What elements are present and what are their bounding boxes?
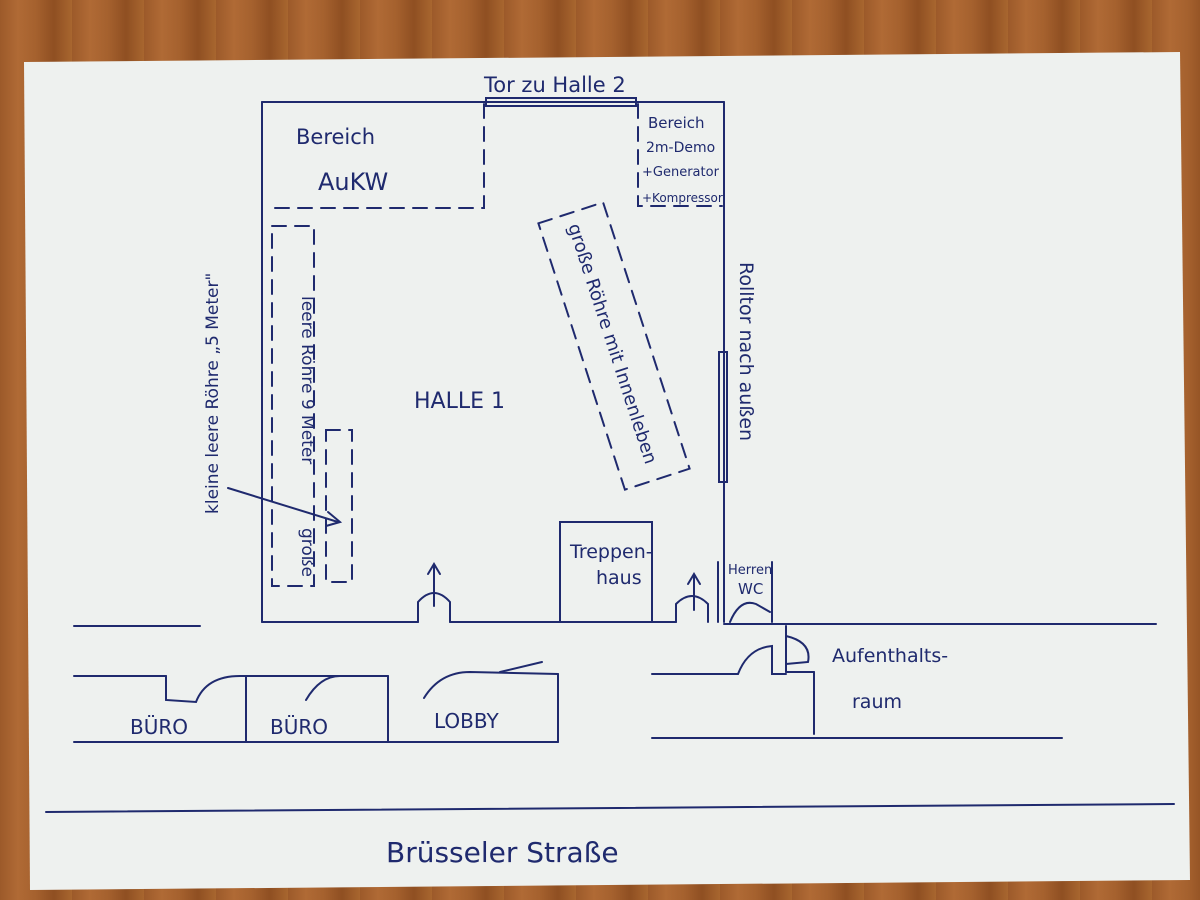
stairwell-label-2: haus xyxy=(596,567,642,589)
pipe-9m-label: leere Röhre 9 Meter xyxy=(297,296,317,464)
small-pipe-label: kleine leere Röhre „5 Meter" xyxy=(203,273,223,514)
wc-door xyxy=(729,601,771,623)
door-hall-right xyxy=(675,595,709,623)
pipe-5m xyxy=(325,429,353,583)
rolltor-label: Rolltor nach außen xyxy=(735,262,757,441)
wc-label-2: WC xyxy=(738,580,763,598)
lounge-door-left xyxy=(737,644,787,675)
lounge-label-1: Aufenthalts- xyxy=(832,645,948,667)
paper-sheet xyxy=(24,52,1190,890)
lounge-label-2: raum xyxy=(852,691,902,713)
lobby-label: LOBBY xyxy=(434,709,500,733)
area-aukw-label-2: AuKW xyxy=(318,168,388,196)
stairwell-label-1: Treppen- xyxy=(569,541,653,563)
hall1-label: HALLE 1 xyxy=(414,389,505,414)
demo-label-3: +Generator xyxy=(642,165,720,180)
gate-hall2-label: Tor zu Halle 2 xyxy=(483,73,626,97)
street-label: Brüsseler Straße xyxy=(386,836,619,869)
lounge-door-right xyxy=(785,635,810,665)
office1-label: BÜRO xyxy=(130,715,188,739)
stairwell xyxy=(559,521,653,623)
street-line xyxy=(45,803,1175,813)
demo-label-4: +Kompressor xyxy=(642,191,723,205)
demo-label-2: 2m-Demo xyxy=(646,140,715,156)
gate-hall2 xyxy=(485,97,637,107)
wc-label-1: Herren xyxy=(728,563,772,578)
pipe-9m xyxy=(271,225,315,587)
office2-label: BÜRO xyxy=(270,715,328,739)
area-aukw-label-1: Bereich xyxy=(296,125,375,149)
small-pipe-arrow xyxy=(227,487,339,523)
demo-label-1: Bereich xyxy=(648,114,705,132)
area-demo-border xyxy=(637,103,723,207)
pipe-lower-label: große xyxy=(297,528,317,577)
rolltor-door xyxy=(718,351,728,483)
area-aukw-border xyxy=(265,103,485,209)
pipe-inner xyxy=(537,201,691,491)
